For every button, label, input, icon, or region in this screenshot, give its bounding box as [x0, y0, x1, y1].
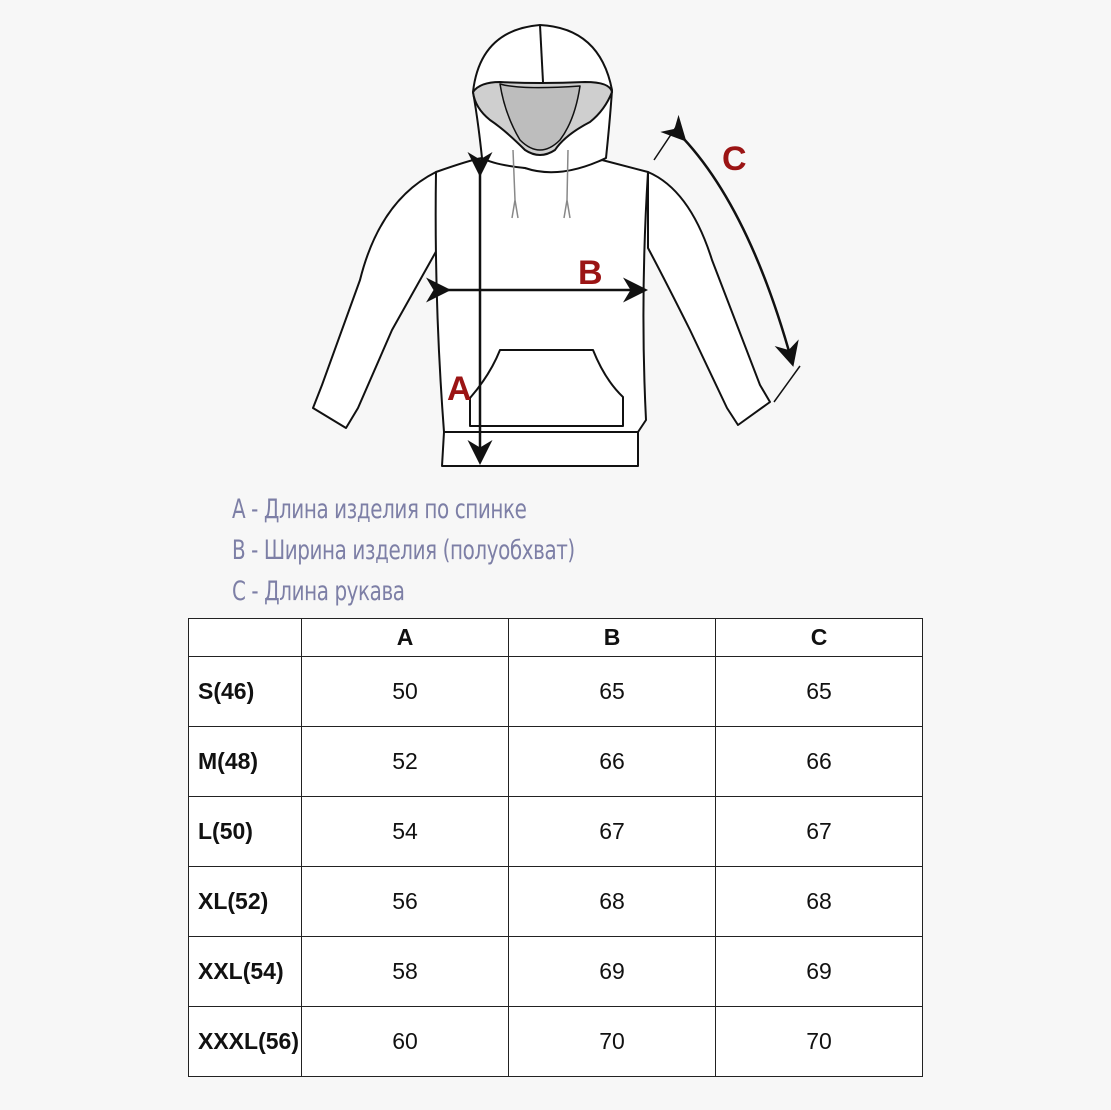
hoodie-outline: [312, 24, 771, 467]
size-cell: S(46): [188, 656, 302, 727]
value-cell: 65: [715, 656, 923, 727]
size-cell: XL(52): [188, 866, 302, 937]
value-cell: 68: [508, 866, 716, 937]
value-cell: 69: [508, 936, 716, 1007]
arrow-c: [660, 114, 799, 367]
value-cell: 69: [715, 936, 923, 1007]
header-b: B: [508, 618, 716, 657]
value-cell: 67: [715, 796, 923, 867]
value-cell: 50: [301, 656, 509, 727]
drawstrings: [511, 149, 571, 219]
size-cell: L(50): [188, 796, 302, 867]
table-row: M(48) 52 66 66: [188, 726, 923, 797]
size-cell: XXXL(56): [188, 1006, 302, 1077]
legend-b: B - Ширина изделия (полуобхват): [232, 535, 575, 566]
table-row: L(50) 54 67 67: [188, 796, 923, 867]
value-cell: 56: [301, 866, 509, 937]
value-cell: 68: [715, 866, 923, 937]
value-cell: 70: [508, 1006, 716, 1077]
value-cell: 67: [508, 796, 716, 867]
value-cell: 66: [508, 726, 716, 797]
label-b: B: [578, 254, 603, 292]
value-cell: 60: [301, 1006, 509, 1077]
table-row: XXXL(56) 60 70 70: [188, 1006, 923, 1077]
value-cell: 54: [301, 796, 509, 867]
header-c: C: [715, 618, 923, 657]
value-cell: 66: [715, 726, 923, 797]
header-a: A: [301, 618, 509, 657]
value-cell: 52: [301, 726, 509, 797]
header-size: [188, 618, 302, 657]
table-row: XL(52) 56 68 68: [188, 866, 923, 937]
table-row: S(46) 50 65 65: [188, 656, 923, 727]
size-cell: M(48): [188, 726, 302, 797]
table-header: A B C: [188, 618, 923, 657]
label-c: C: [722, 140, 747, 178]
hoodie-diagram: A B C: [312, 24, 801, 467]
value-cell: 65: [508, 656, 716, 727]
legend-c: C - Длина рукава: [232, 576, 405, 607]
value-cell: 58: [301, 936, 509, 1007]
value-cell: 70: [715, 1006, 923, 1077]
size-table: A B C S(46) 50 65 65 M(48) 52 66 66 L(50…: [188, 618, 923, 1077]
size-cell: XXL(54): [188, 936, 302, 1007]
legend-a: A - Длина изделия по спинке: [232, 494, 527, 525]
table-row: XXL(54) 58 69 69: [188, 936, 923, 1007]
label-a: A: [447, 370, 472, 408]
